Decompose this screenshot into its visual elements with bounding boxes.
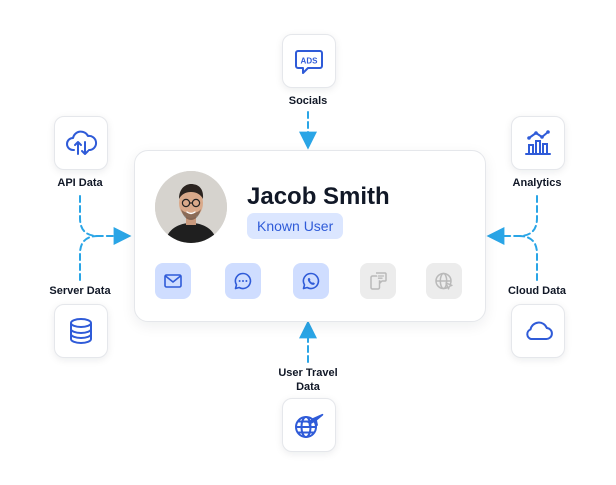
profile-name: Jacob Smith xyxy=(247,183,390,210)
socials-source-box: ADS xyxy=(282,34,336,88)
sms-icon xyxy=(370,272,387,290)
cloud-sync-icon xyxy=(66,130,98,155)
user-travel-data-label: User Travel Data xyxy=(268,366,348,394)
email-channel[interactable] xyxy=(155,263,191,299)
api-data-source-box xyxy=(54,116,108,170)
sms-channel[interactable] xyxy=(360,263,396,299)
server-data-source-box xyxy=(54,304,108,358)
chat-bubble-icon xyxy=(234,272,252,290)
socials-label: Socials xyxy=(288,95,328,107)
analytics-label: Analytics xyxy=(512,177,562,189)
avatar-portrait xyxy=(155,171,227,243)
cloud-data-source-box xyxy=(511,304,565,358)
avatar xyxy=(155,171,227,243)
web-channel[interactable] xyxy=(426,263,462,299)
user-travel-data-label-text: User Travel Data xyxy=(278,367,338,393)
whatsapp-channel[interactable] xyxy=(293,263,329,299)
web-icon xyxy=(435,272,453,290)
whatsapp-icon xyxy=(302,272,320,290)
status-badge: Known User xyxy=(247,213,344,239)
chat-channel[interactable] xyxy=(225,263,261,299)
api-data-label: API Data xyxy=(57,177,103,189)
connector-server xyxy=(79,235,99,281)
database-icon xyxy=(70,318,92,345)
analytics-chart-icon xyxy=(525,130,551,155)
user-travel-data-source-box xyxy=(282,398,336,452)
connector-api xyxy=(79,195,132,245)
connector-cloud xyxy=(518,235,538,281)
profile-card: Jacob Smith Known User xyxy=(134,150,486,322)
mail-icon xyxy=(164,274,182,288)
ads-icon: ADS xyxy=(295,50,323,74)
svg-text:ADS: ADS xyxy=(301,57,319,66)
analytics-source-box xyxy=(511,116,565,170)
globe-plane-icon xyxy=(295,413,324,438)
cloud-data-label: Cloud Data xyxy=(507,285,567,297)
connector-analytics xyxy=(486,195,538,245)
server-data-label: Server Data xyxy=(49,285,111,297)
cloud-icon xyxy=(526,321,553,340)
